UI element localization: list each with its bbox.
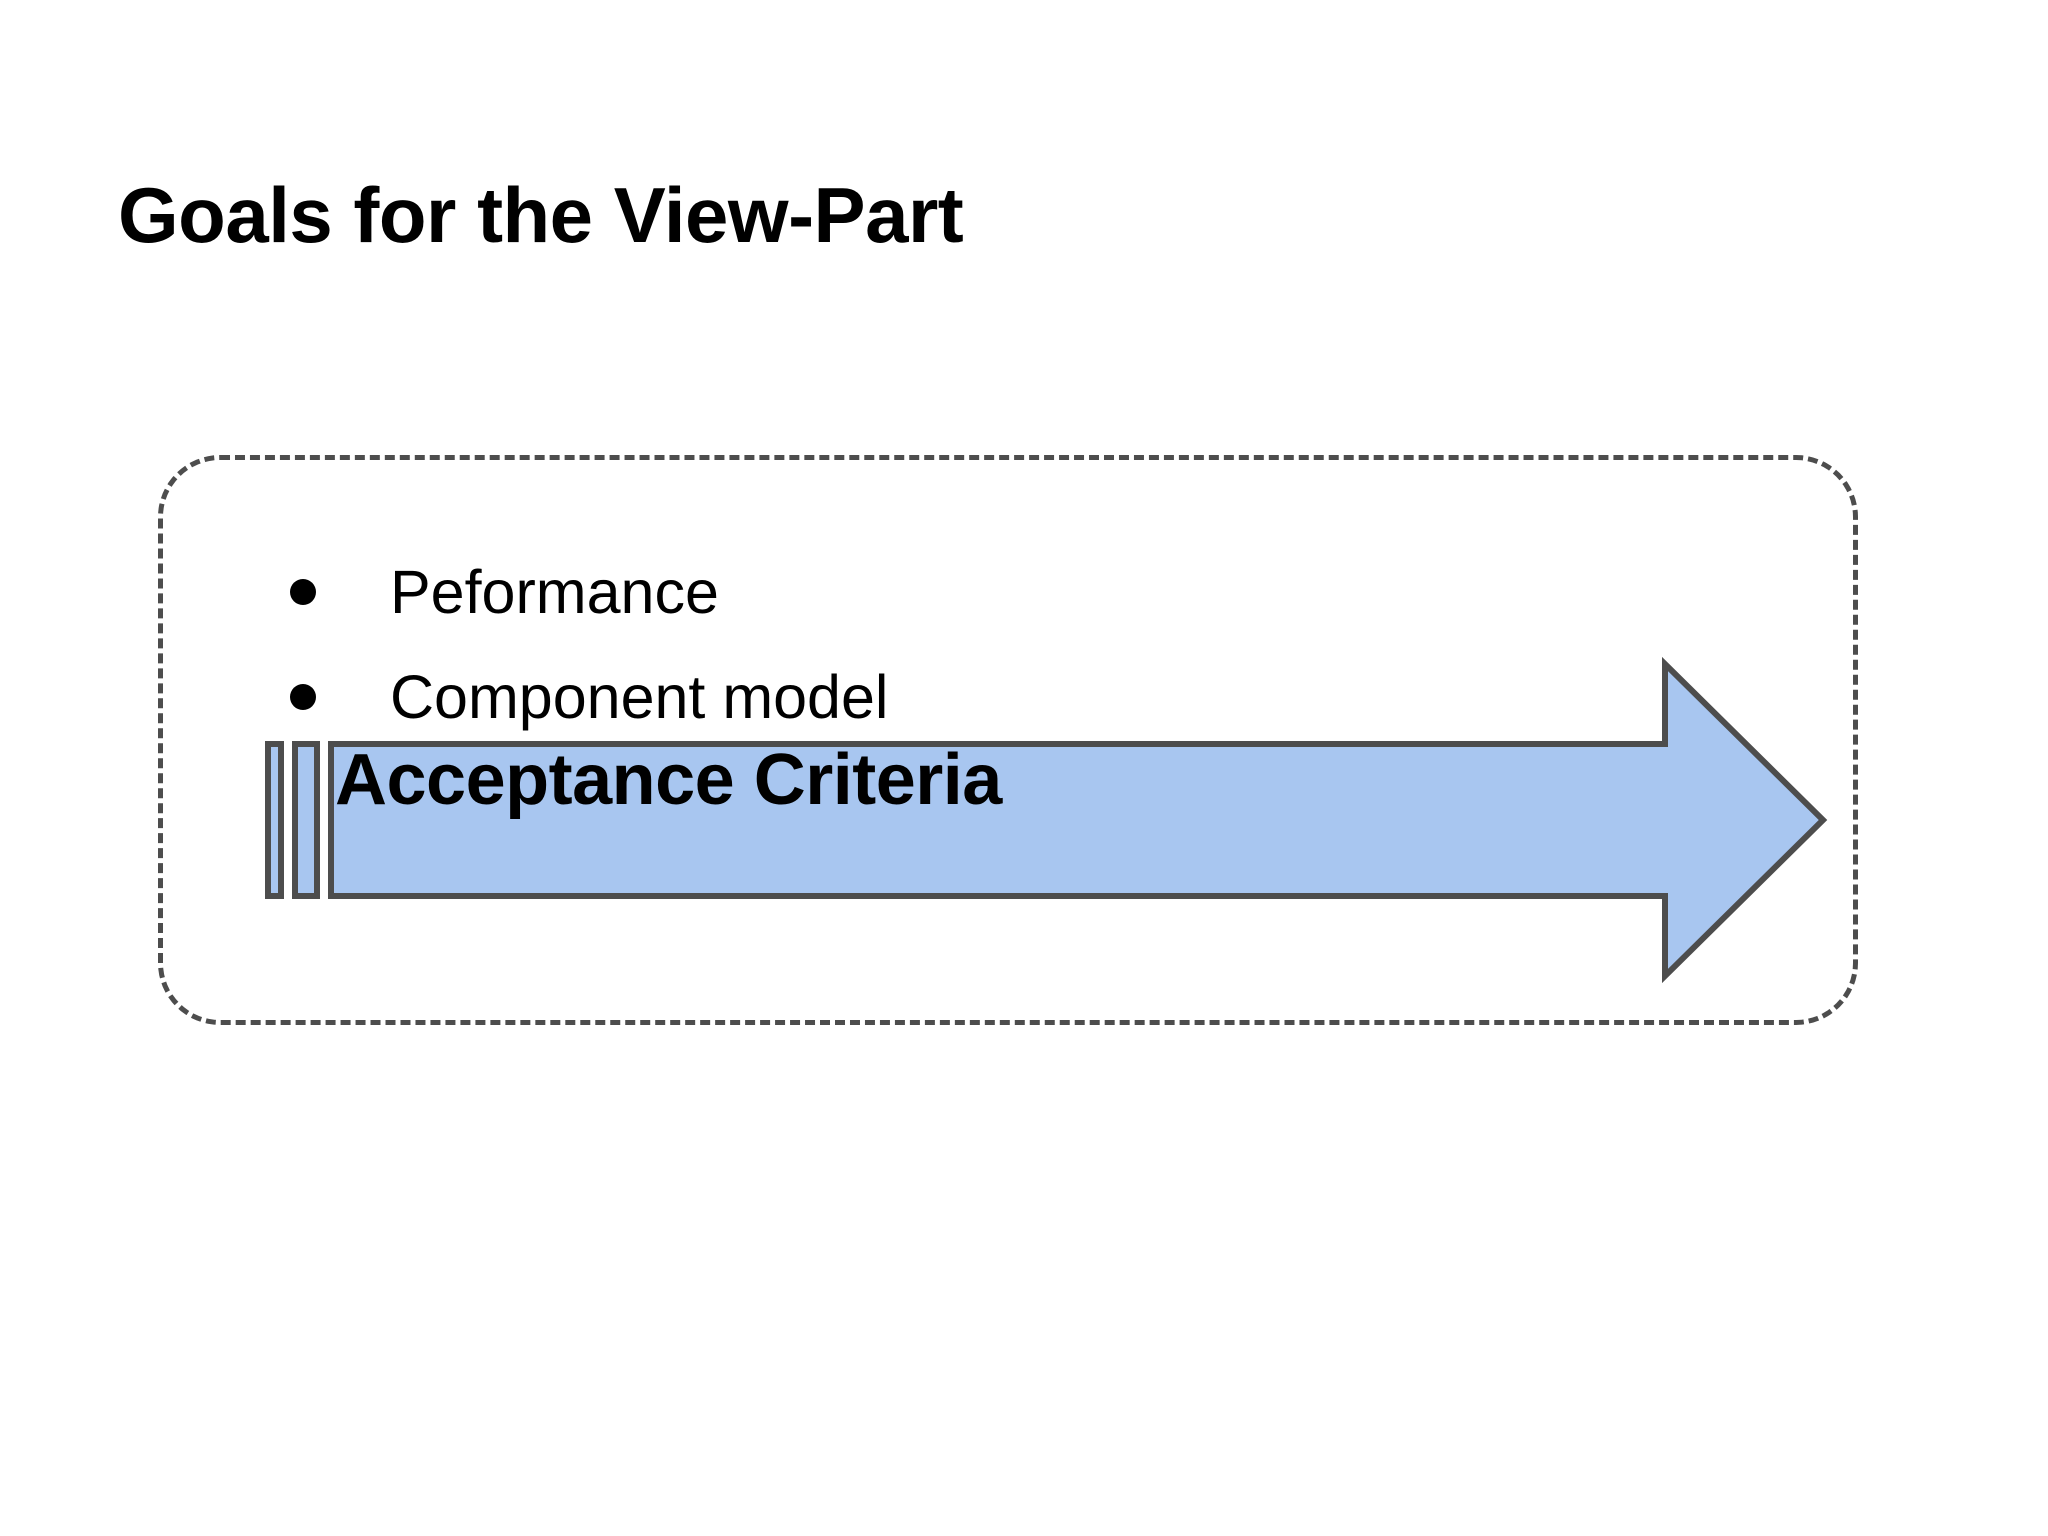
bullet-dot-icon	[290, 684, 316, 710]
arrow-tail-mark-2	[292, 741, 320, 899]
arrow-tail-mark-1	[265, 741, 284, 899]
list-item: Peformance	[290, 540, 1390, 645]
goals-bullet-list: Peformance Component model	[290, 540, 1390, 750]
bullet-dot-icon	[290, 579, 316, 605]
arrow-label: Acceptance Criteria	[335, 740, 1002, 820]
dashed-group-container	[158, 455, 1858, 1025]
arrow-body	[328, 656, 1828, 984]
list-item-label: Component model	[390, 663, 889, 731]
list-item-label: Peformance	[390, 558, 719, 626]
list-item: Component model	[290, 645, 1390, 750]
arrow-right-icon	[265, 656, 1828, 984]
page-title: Goals for the View-Part	[118, 171, 964, 259]
acceptance-criteria-arrow: Acceptance Criteria	[265, 656, 1835, 984]
